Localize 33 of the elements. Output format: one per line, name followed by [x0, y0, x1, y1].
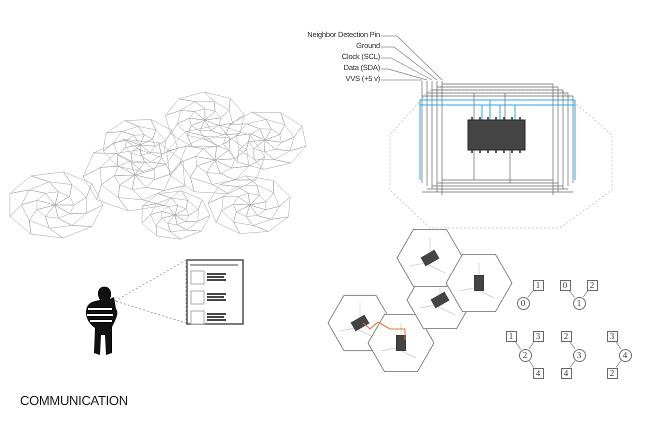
leader-line — [380, 58, 432, 80]
module-node-circle: 4 — [618, 348, 632, 362]
neighbor-id-label: 1 — [532, 280, 544, 290]
connector-line — [514, 341, 522, 350]
connector-line — [616, 360, 622, 368]
neighbor-id-label: 3 — [532, 330, 544, 342]
leader-line — [380, 46, 438, 80]
neighbor-id-label: 2 — [606, 368, 618, 378]
connector-line — [568, 290, 576, 298]
circuit-diagram-drawing — [388, 80, 614, 230]
neighbor-id-label: 2 — [560, 330, 572, 342]
leader-line — [380, 68, 428, 80]
screen-interface-picture — [186, 259, 244, 325]
leader-line — [380, 36, 442, 80]
connector-line — [527, 290, 534, 298]
view-cone-line — [114, 259, 186, 324]
module-node-circle: 3 — [572, 348, 586, 362]
module-node-circle: 1 — [572, 296, 586, 310]
neighbor-id-label: 3 — [606, 330, 618, 342]
connector-line — [615, 341, 622, 350]
connector-line — [570, 360, 576, 368]
neighbor-id-label: 1 — [506, 330, 516, 342]
module-node-circle: 2 — [518, 348, 532, 362]
connector-line — [528, 341, 535, 350]
neighbor-id-label: 0 — [560, 280, 570, 290]
neighbor-id-label: 4 — [532, 368, 544, 378]
title: COMMUNICATION — [20, 393, 128, 408]
connector-line — [528, 360, 534, 368]
module-node-circle: 0 — [516, 296, 530, 310]
connector-line — [569, 341, 576, 350]
connector-line — [582, 290, 588, 298]
neighbor-id-label: 2 — [586, 280, 598, 290]
neighbor-id-label: 4 — [560, 368, 572, 378]
